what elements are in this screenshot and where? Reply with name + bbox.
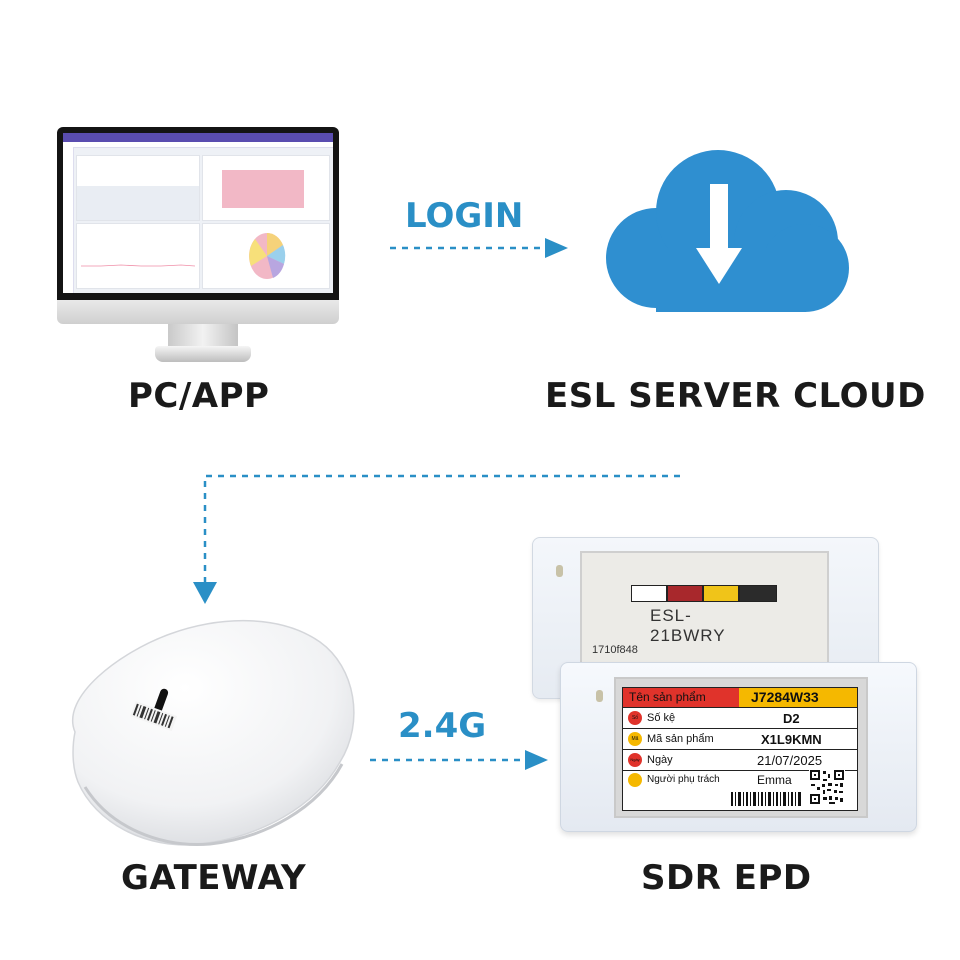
epd-code-value: X1L9KMN <box>761 732 822 747</box>
epd-badge-red-2: Ngày <box>628 753 642 767</box>
cloud-download-icon <box>606 150 849 312</box>
epd-header-row: Tên sản phẩm J7284W33 <box>623 688 857 708</box>
color-swatch-yellow <box>703 585 739 602</box>
epd-display: Tên sản phẩm J7284W33 Số Số kệ D2 Mã Mã … <box>622 687 858 811</box>
line-sparkline <box>81 264 195 267</box>
epd-badge-yellow-2 <box>628 773 642 787</box>
esl-front-led <box>596 690 603 702</box>
dashboard-panel-bar <box>202 155 330 221</box>
epd-header-left <box>623 688 739 707</box>
pc-label: PC/APP <box>128 376 270 416</box>
epd-row-date: Ngày Ngày 21/07/2025 <box>623 750 857 771</box>
epd-badge-red: Số <box>628 711 642 725</box>
gateway-arrowhead <box>193 582 217 604</box>
esl-model-text: ESL-21BWRY <box>650 606 726 645</box>
epd-shelf-value: D2 <box>783 711 800 726</box>
epd-owner-value: Emma <box>757 773 792 787</box>
dashboard-tabbar <box>63 142 333 148</box>
cloud-label: ESL SERVER CLOUD <box>545 376 926 416</box>
stats-strip <box>77 186 199 220</box>
epd-code-label: Mã sản phẩm <box>647 733 714 745</box>
monitor-chin <box>57 300 339 324</box>
epd-owner-label: Người phụ trách <box>647 774 720 785</box>
cloud-to-gateway-line <box>203 474 680 582</box>
color-swatch-black <box>739 585 777 602</box>
epd-row-code: Mã Mã sản phẩm X1L9KMN <box>623 729 857 750</box>
epd-row-owner: Người phụ trách Emma <box>623 769 857 809</box>
epd-date-label: Ngày <box>647 754 673 766</box>
esl-back-led <box>556 565 563 577</box>
gateway-label: GATEWAY <box>121 858 307 898</box>
monitor-screen <box>63 133 333 293</box>
pie-graphic <box>249 232 286 279</box>
epd-label: SDR EPD <box>641 858 812 898</box>
esl-id-text: 1710f848 <box>592 644 638 656</box>
gateway-device <box>72 619 355 846</box>
dashboard-panel-pie <box>202 223 330 289</box>
monitor-base <box>155 346 251 362</box>
wireless-label: 2.4G <box>398 706 487 746</box>
dashboard-panel-stats <box>76 155 200 221</box>
epd-name-label: Tên sản phẩm <box>629 690 706 704</box>
epd-shelf-label: Số kệ <box>647 712 676 724</box>
epd-qr-code <box>809 769 845 805</box>
epd-badge-yellow: Mã <box>628 732 642 746</box>
epd-name-value: J7284W33 <box>751 689 819 705</box>
monitor-stand <box>168 324 238 348</box>
barcode-icon <box>130 701 178 732</box>
esl-back-screen <box>580 551 829 668</box>
dashboard-topbar <box>63 133 333 142</box>
login-label: LOGIN <box>405 196 524 236</box>
epd-barcode <box>731 792 801 806</box>
dashboard-sidebar <box>63 147 74 293</box>
epd-row-shelf: Số Số kệ D2 <box>623 708 857 729</box>
dashboard-panel-line <box>76 223 200 289</box>
login-arrowhead <box>545 238 568 258</box>
epd-date-value: 21/07/2025 <box>757 753 823 768</box>
color-swatch-white <box>631 585 667 602</box>
color-swatch-red <box>667 585 703 602</box>
pink-block <box>222 170 304 208</box>
wireless-arrowhead <box>525 750 548 770</box>
epd-header-right <box>739 688 857 707</box>
